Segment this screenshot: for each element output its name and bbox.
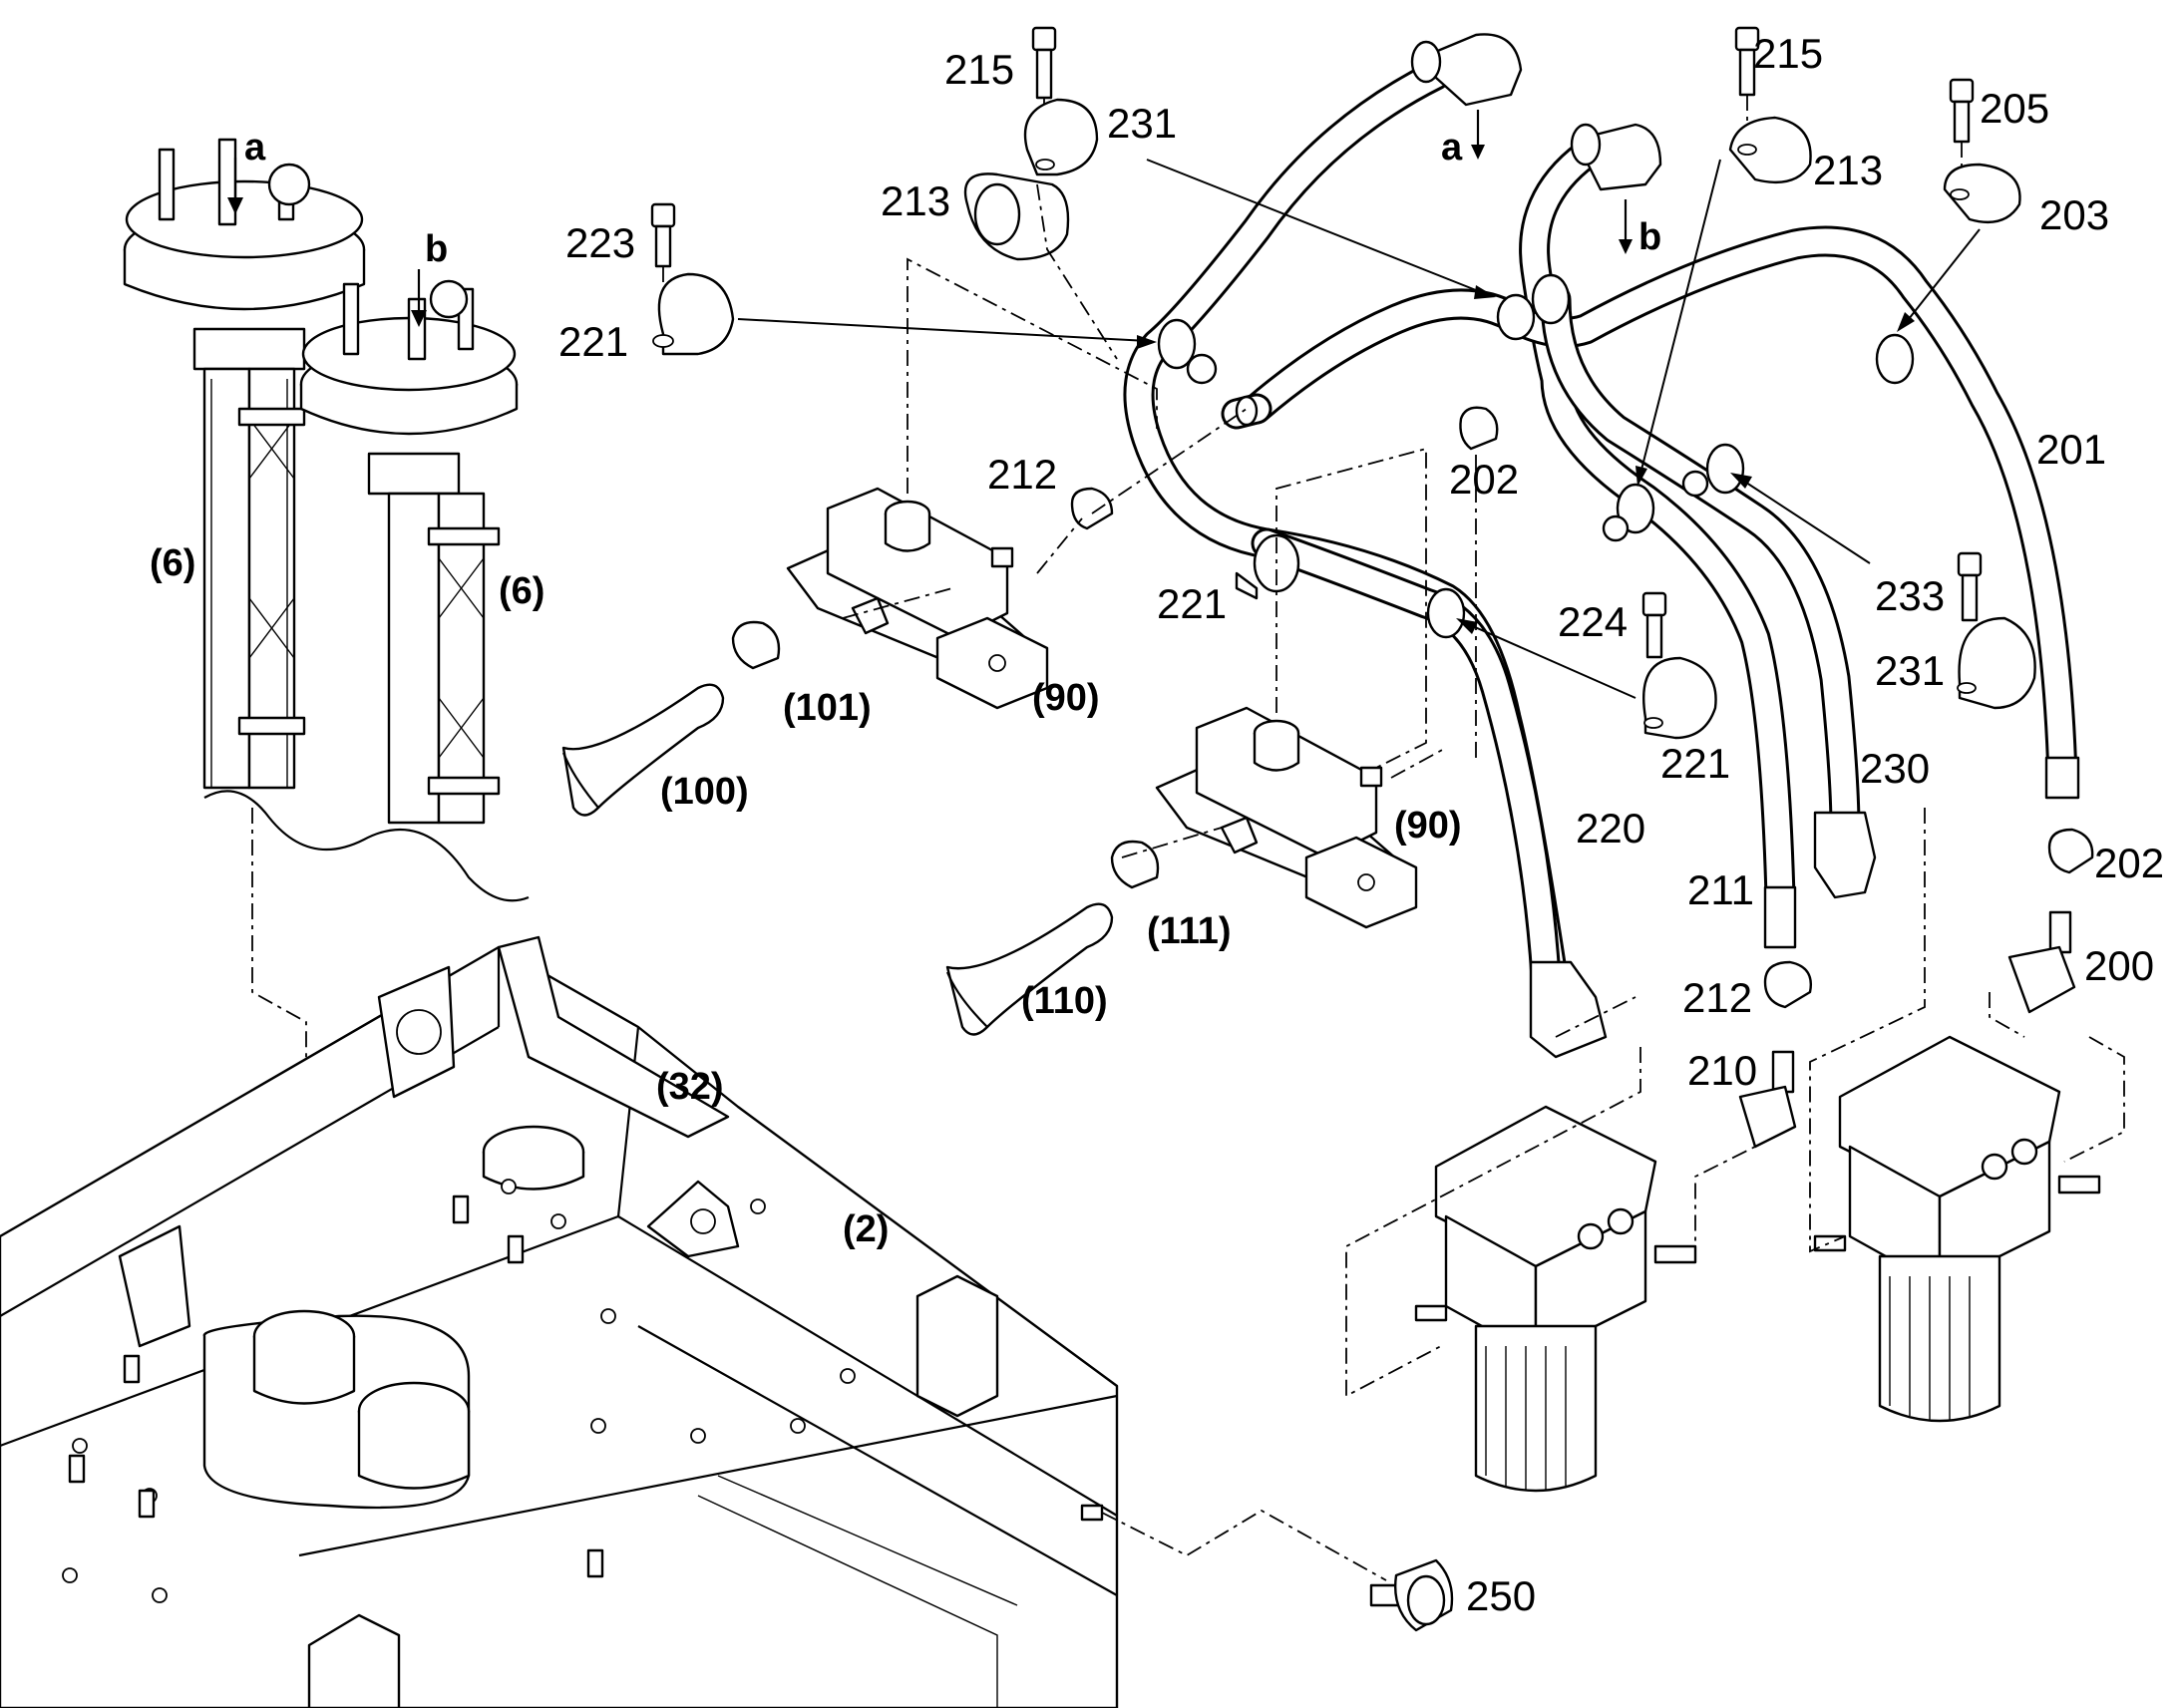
ref-label-101: (101) — [783, 687, 872, 729]
ref-label-90-upper: (90) — [1032, 677, 1100, 719]
hose-clip-202-right — [2047, 828, 2094, 874]
label-215-left: 215 — [944, 46, 1014, 93]
label-224: 224 — [1558, 598, 1628, 645]
bolt-205 — [1949, 78, 1975, 144]
label-212-right: 212 — [1682, 974, 1752, 1021]
label-250: 250 — [1466, 1572, 1536, 1619]
clamp-221-right — [1642, 656, 1717, 740]
reference-labels: (101) (90) (100) (90) (111) (110) — [660, 677, 1462, 1022]
label-213-left: 213 — [881, 177, 950, 224]
label-210: 210 — [1687, 1047, 1757, 1094]
hose-clip-101 — [731, 620, 781, 670]
ref-label-110: (110) — [1021, 980, 1108, 1022]
label-202-right: 202 — [2094, 840, 2164, 886]
label-211: 211 — [1687, 866, 1754, 913]
frame-base-plate — [0, 935, 1119, 1708]
label-231-top: 231 — [1107, 100, 1177, 147]
connection-arrow-a-sensor: a — [227, 127, 266, 214]
label-203: 203 — [2039, 191, 2109, 238]
label-230: 230 — [1860, 745, 1930, 792]
label-205: 205 — [1980, 85, 2049, 132]
level-sensor-assembly-left — [123, 138, 530, 997]
hose-clamp-ring-group — [1157, 273, 1915, 639]
hose-assembly — [1123, 59, 2078, 1013]
bolt-223 — [650, 202, 676, 268]
valve-block-90-upper — [786, 487, 1049, 710]
pump-right — [1813, 1035, 2101, 1423]
connection-arrow-a-hose: a — [1441, 110, 1485, 169]
hose-clip-202-center — [1459, 406, 1499, 451]
label-212-left: 212 — [987, 451, 1057, 498]
fitting-210 — [1738, 1050, 1797, 1149]
hose-clip-212-right — [1763, 960, 1812, 1009]
clamp-231-top — [1023, 98, 1099, 176]
clamp-213-right — [1728, 116, 1812, 183]
bolt-215-left — [1031, 26, 1057, 100]
ref-label-2: (2) — [843, 1208, 889, 1250]
hose-elbow-220-bottom — [1529, 960, 1608, 1059]
hose-110 — [945, 902, 1114, 1036]
marker-b-sensor: b — [425, 228, 448, 270]
leader-lines — [737, 159, 1981, 699]
ref-label-6-right: (6) — [499, 570, 545, 612]
bolt-215-right — [1734, 26, 1760, 97]
hose-end-201 — [2044, 756, 2080, 800]
frame-fasteners — [62, 1179, 856, 1603]
label-213-right: 213 — [1813, 147, 1883, 193]
label-221-top-left: 221 — [558, 318, 628, 365]
hose-elbow-230-bottom — [1813, 811, 1877, 899]
clamp-221-top-left — [652, 272, 735, 356]
label-200: 200 — [2084, 942, 2154, 989]
ref-label-32: (32) — [656, 1066, 724, 1108]
bolt-233 — [1957, 551, 1983, 622]
clamp-213-left — [963, 172, 1070, 261]
hose-clip-111 — [1110, 840, 1160, 889]
marker-b-hose: b — [1638, 216, 1661, 258]
plug-250 — [1080, 1504, 1454, 1632]
label-223: 223 — [565, 219, 635, 266]
connection-arrow-b-sensor: b — [411, 228, 448, 327]
label-233: 233 — [1875, 572, 1945, 619]
clamp-231-right — [1957, 616, 2036, 710]
ref-label-111: (111) — [1147, 910, 1232, 952]
label-215-right: 215 — [1753, 30, 1823, 77]
ref-label-100: (100) — [660, 771, 749, 813]
marker-a-sensor: a — [244, 127, 266, 169]
label-220: 220 — [1576, 805, 1645, 852]
hose-elbow-a-top — [1410, 33, 1523, 107]
hose-end-211 — [1763, 885, 1797, 949]
label-221-middle: 221 — [1157, 580, 1227, 627]
part-number-labels: 215 231 213 223 221 212 221 215 213 205 … — [558, 30, 2164, 1619]
ref-label-90-lower: (90) — [1394, 805, 1462, 847]
hose-100 — [561, 683, 725, 817]
label-201: 201 — [2036, 426, 2106, 473]
fitting-200 — [2007, 910, 2076, 1014]
valve-block-90-lower — [1155, 706, 1418, 929]
label-221-right: 221 — [1660, 740, 1730, 787]
marker-a-hose: a — [1441, 127, 1463, 169]
label-231-right: 231 — [1875, 647, 1945, 694]
clamp-203 — [1943, 163, 2021, 224]
label-202-center: 202 — [1449, 456, 1519, 503]
hose-elbow-b-top — [1570, 123, 1662, 191]
ref-label-6-left: (6) — [150, 542, 195, 584]
connection-arrow-b-hose: b — [1619, 199, 1661, 258]
bolt-224 — [1641, 591, 1667, 659]
pump-left — [1414, 1105, 1697, 1493]
